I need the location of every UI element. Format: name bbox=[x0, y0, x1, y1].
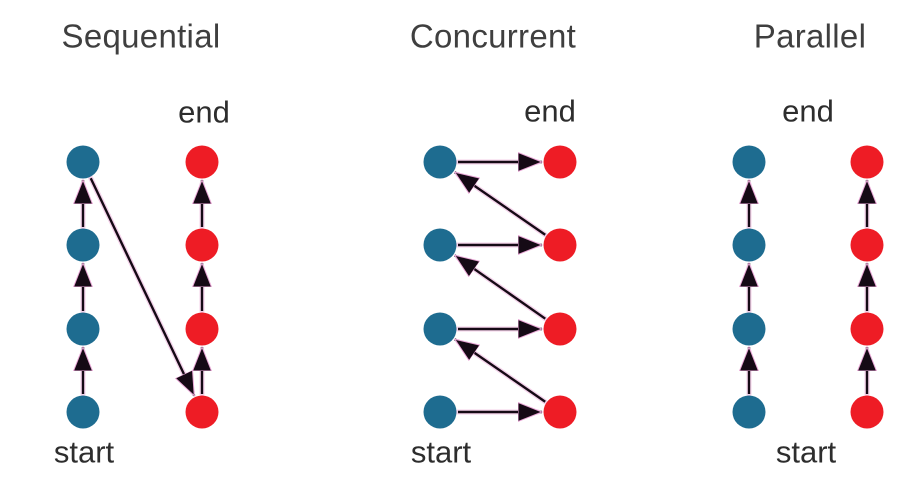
node-dot-blue-1 bbox=[66, 228, 100, 262]
end-label-parallel: end bbox=[782, 93, 834, 129]
nodes-layer bbox=[66, 145, 884, 429]
edge-arrow-r3-b2 bbox=[455, 338, 546, 403]
node-dot-red-3 bbox=[850, 395, 884, 429]
node-dot-red-2 bbox=[185, 312, 219, 346]
node-dot-red-0 bbox=[543, 145, 577, 179]
end-label-concurrent: end bbox=[524, 93, 576, 129]
node-dot-blue-2 bbox=[732, 312, 766, 346]
start-label-concurrent: start bbox=[410, 434, 472, 470]
node-dot-blue-3 bbox=[732, 395, 766, 429]
node-dot-blue-3 bbox=[423, 395, 457, 429]
panel-title-sequential: Sequential bbox=[61, 17, 221, 55]
node-dot-red-2 bbox=[850, 312, 884, 346]
node-dot-blue-2 bbox=[423, 312, 457, 346]
node-dot-red-0 bbox=[185, 145, 219, 179]
panel-title-parallel: Parallel bbox=[753, 17, 867, 55]
node-dot-blue-1 bbox=[423, 228, 457, 262]
node-dot-red-2 bbox=[543, 312, 577, 346]
start-label-sequential: start bbox=[53, 434, 115, 470]
node-dot-blue-0 bbox=[732, 145, 766, 179]
edge-arrow-r1-b0 bbox=[455, 171, 546, 236]
panel-title-concurrent: Concurrent bbox=[409, 17, 577, 55]
node-dot-red-3 bbox=[543, 395, 577, 429]
end-label-sequential: end bbox=[178, 94, 230, 130]
node-dot-blue-3 bbox=[66, 395, 100, 429]
node-dot-red-3 bbox=[185, 395, 219, 429]
node-dot-red-1 bbox=[543, 228, 577, 262]
edge-arrow-r2-b1 bbox=[455, 254, 546, 320]
node-dot-blue-0 bbox=[423, 145, 457, 179]
node-dot-blue-2 bbox=[66, 312, 100, 346]
node-dot-blue-1 bbox=[732, 228, 766, 262]
node-dot-blue-0 bbox=[66, 145, 100, 179]
edges-layer bbox=[83, 162, 867, 412]
node-dot-red-1 bbox=[850, 228, 884, 262]
node-dot-red-1 bbox=[185, 228, 219, 262]
edge-arrow-b0-r3 bbox=[89, 177, 196, 395]
start-label-parallel: start bbox=[775, 434, 837, 470]
node-dot-red-0 bbox=[850, 145, 884, 179]
